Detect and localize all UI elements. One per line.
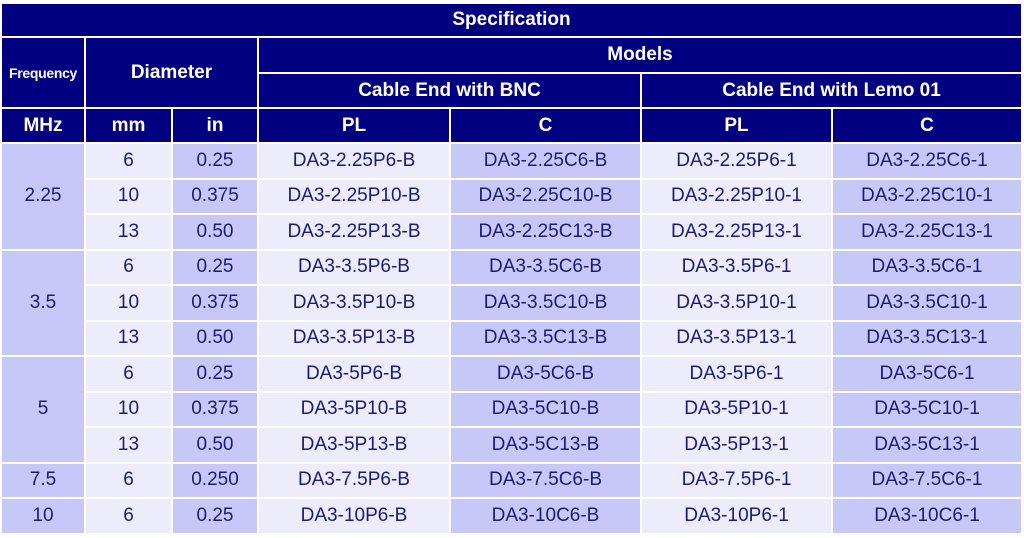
frequency-cell: 2.25 xyxy=(2,144,84,249)
diameter-in: 0.50 xyxy=(173,428,257,462)
lemo-c-model: DA3-5C13-1 xyxy=(833,428,1021,462)
diameter-in: 0.50 xyxy=(173,215,257,249)
lemo-c-model: DA3-2.25C6-1 xyxy=(833,144,1021,178)
lemo-c-model: DA3-5C6-1 xyxy=(833,357,1021,391)
bnc-pl-model: DA3-3.5P6-B xyxy=(259,250,449,284)
unit-lemo-c: C xyxy=(833,109,1021,142)
unit-bnc-pl: PL xyxy=(259,109,449,142)
lemo-pl-model: DA3-2.25P6-1 xyxy=(642,144,831,178)
frequency-cell: 3.5 xyxy=(2,250,84,355)
frequency-header: Frequency xyxy=(2,38,84,107)
table-title: Specification xyxy=(2,4,1021,36)
diameter-mm: 13 xyxy=(86,428,171,462)
bnc-pl-model: DA3-5P10-B xyxy=(259,392,449,426)
diameter-mm: 6 xyxy=(86,250,171,284)
lemo-pl-model: DA3-10P6-1 xyxy=(642,499,831,533)
diameter-in: 0.375 xyxy=(173,392,257,426)
lemo-header: Cable End with Lemo 01 xyxy=(642,74,1021,107)
unit-mm: mm xyxy=(86,109,171,142)
frequency-cell: 10 xyxy=(2,499,84,533)
bnc-pl-model: DA3-5P13-B xyxy=(259,428,449,462)
lemo-pl-model: DA3-2.25P10-1 xyxy=(642,179,831,213)
diameter-in: 0.25 xyxy=(173,357,257,391)
bnc-pl-model: DA3-3.5P13-B xyxy=(259,321,449,355)
unit-in: in xyxy=(173,109,257,142)
lemo-pl-model: DA3-2.25P13-1 xyxy=(642,215,831,249)
diameter-in: 0.375 xyxy=(173,286,257,320)
diameter-mm: 6 xyxy=(86,463,171,497)
bnc-pl-model: DA3-2.25P6-B xyxy=(259,144,449,178)
bnc-c-model: DA3-7.5C6-B xyxy=(451,463,640,497)
bnc-c-model: DA3-10C6-B xyxy=(451,499,640,533)
bnc-c-model: DA3-2.25C6-B xyxy=(451,144,640,178)
bnc-pl-model: DA3-10P6-B xyxy=(259,499,449,533)
unit-bnc-c: C xyxy=(451,109,640,142)
frequency-cell: 5 xyxy=(2,357,84,462)
bnc-c-model: DA3-3.5C10-B xyxy=(451,286,640,320)
diameter-mm: 13 xyxy=(86,321,171,355)
diameter-header: Diameter xyxy=(86,38,257,107)
bnc-c-model: DA3-5C10-B xyxy=(451,392,640,426)
diameter-in: 0.50 xyxy=(173,321,257,355)
diameter-in: 0.250 xyxy=(173,463,257,497)
lemo-pl-model: DA3-3.5P10-1 xyxy=(642,286,831,320)
lemo-c-model: DA3-3.5C13-1 xyxy=(833,321,1021,355)
diameter-mm: 13 xyxy=(86,215,171,249)
bnc-pl-model: DA3-2.25P13-B xyxy=(259,215,449,249)
bnc-pl-model: DA3-3.5P10-B xyxy=(259,286,449,320)
unit-mhz: MHz xyxy=(2,109,84,142)
diameter-mm: 10 xyxy=(86,392,171,426)
unit-lemo-pl: PL xyxy=(642,109,831,142)
bnc-pl-model: DA3-2.25P10-B xyxy=(259,179,449,213)
lemo-pl-model: DA3-5P10-1 xyxy=(642,392,831,426)
diameter-mm: 6 xyxy=(86,357,171,391)
bnc-c-model: DA3-5C13-B xyxy=(451,428,640,462)
lemo-c-model: DA3-5C10-1 xyxy=(833,392,1021,426)
bnc-pl-model: DA3-5P6-B xyxy=(259,357,449,391)
lemo-c-model: DA3-7.5C6-1 xyxy=(833,463,1021,497)
lemo-pl-model: DA3-5P13-1 xyxy=(642,428,831,462)
bnc-c-model: DA3-3.5C6-B xyxy=(451,250,640,284)
bnc-c-model: DA3-3.5C13-B xyxy=(451,321,640,355)
bnc-c-model: DA3-2.25C13-B xyxy=(451,215,640,249)
diameter-in: 0.25 xyxy=(173,499,257,533)
lemo-c-model: DA3-3.5C6-1 xyxy=(833,250,1021,284)
lemo-pl-model: DA3-7.5P6-1 xyxy=(642,463,831,497)
lemo-pl-model: DA3-3.5P6-1 xyxy=(642,250,831,284)
models-header: Models xyxy=(259,38,1021,72)
frequency-cell: 7.5 xyxy=(2,463,84,497)
diameter-mm: 10 xyxy=(86,286,171,320)
lemo-pl-model: DA3-3.5P13-1 xyxy=(642,321,831,355)
bnc-pl-model: DA3-7.5P6-B xyxy=(259,463,449,497)
diameter-in: 0.375 xyxy=(173,179,257,213)
lemo-c-model: DA3-3.5C10-1 xyxy=(833,286,1021,320)
lemo-c-model: DA3-2.25C13-1 xyxy=(833,215,1021,249)
lemo-pl-model: DA3-5P6-1 xyxy=(642,357,831,391)
diameter-mm: 10 xyxy=(86,179,171,213)
bnc-c-model: DA3-5C6-B xyxy=(451,357,640,391)
diameter-in: 0.25 xyxy=(173,144,257,178)
lemo-c-model: DA3-10C6-1 xyxy=(833,499,1021,533)
diameter-mm: 6 xyxy=(86,499,171,533)
diameter-mm: 6 xyxy=(86,144,171,178)
bnc-c-model: DA3-2.25C10-B xyxy=(451,179,640,213)
lemo-c-model: DA3-2.25C10-1 xyxy=(833,179,1021,213)
bnc-header: Cable End with BNC xyxy=(259,74,640,107)
diameter-in: 0.25 xyxy=(173,250,257,284)
